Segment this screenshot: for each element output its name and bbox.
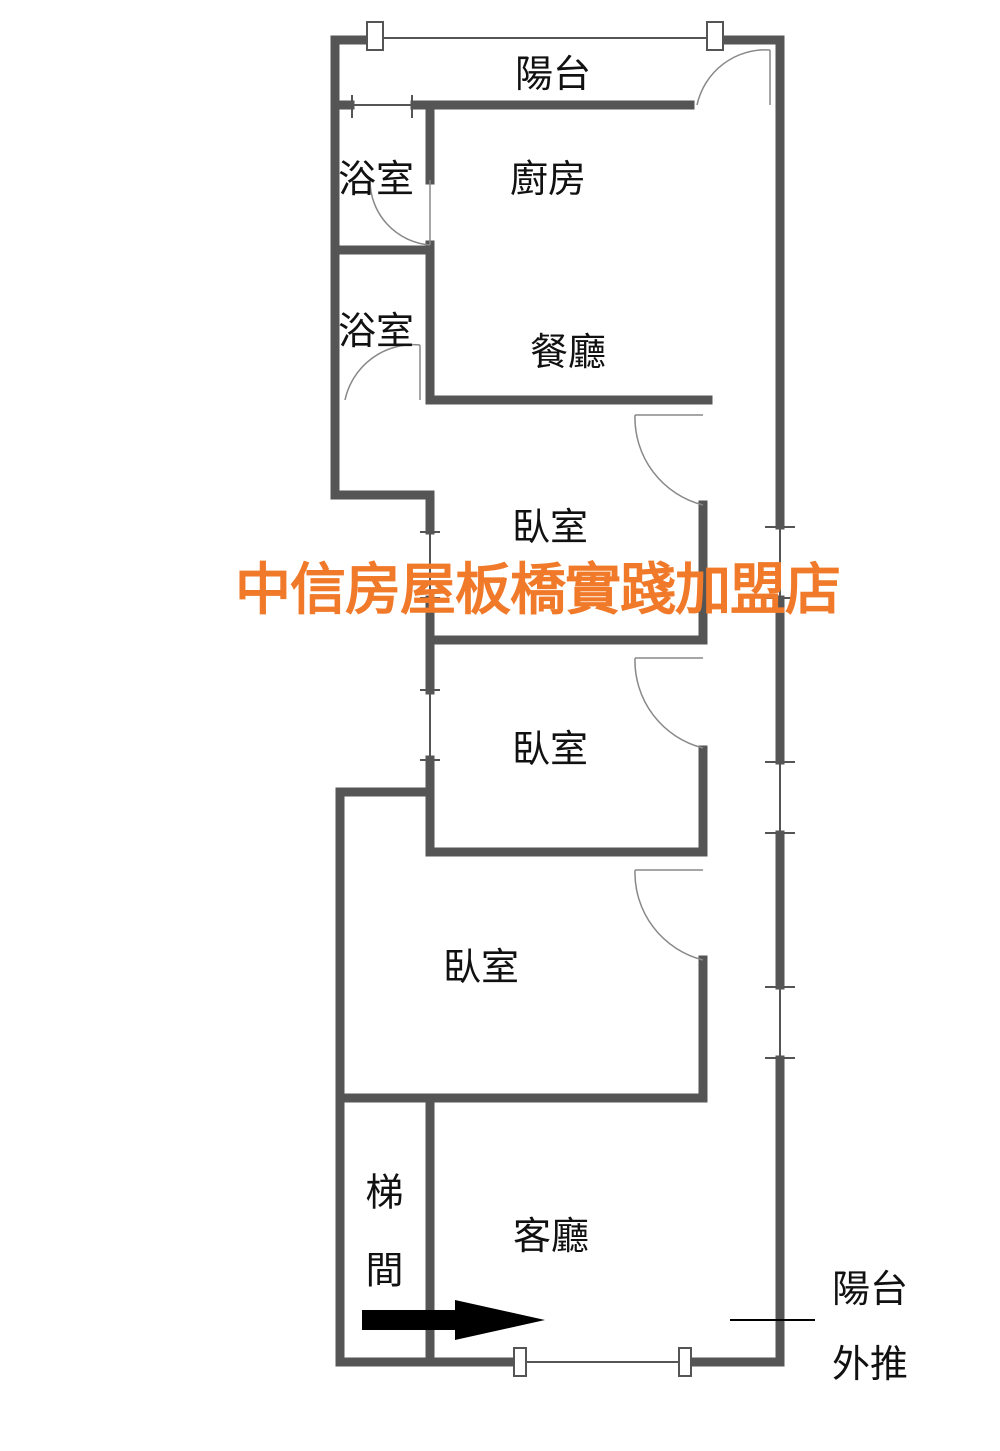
bedroom2-walls [425,745,708,857]
door-bedroom3 [634,869,704,961]
window-frame [706,21,724,51]
room-label-living: 客廳 [513,1214,590,1258]
annotation-line1: 陽台 [832,1267,909,1311]
door-bath2 [344,343,421,401]
door-bath1 [369,179,431,246]
window-frame [366,21,384,51]
bathroom-walls [330,100,713,405]
room-label-bath1: 浴室 [338,157,415,201]
room-label-bath2: 浴室 [338,309,415,353]
room-label-bedroom2: 臥室 [512,727,589,771]
outer-wall-left-upper [330,35,785,1367]
entrance-arrow-icon [362,1300,545,1340]
room-label-kitchen: 廚房 [510,157,587,201]
annotation-line2: 外推 [832,1342,909,1386]
door-bedroom1 [634,414,704,506]
room-label-stair: 梯間 [359,1172,403,1328]
door-bedroom2 [634,657,704,749]
room-label-balcony: 陽台 [515,52,592,96]
room-label-dining: 餐廳 [530,330,607,374]
door-balcony [696,49,771,106]
bedroom1-walls [425,500,708,695]
room-label-bedroom1: 臥室 [512,505,589,549]
room-label-bedroom3: 臥室 [443,945,520,989]
watermark: 中信房屋板橋實踐加盟店 [235,558,841,623]
bedroom3-walls [335,955,708,1103]
